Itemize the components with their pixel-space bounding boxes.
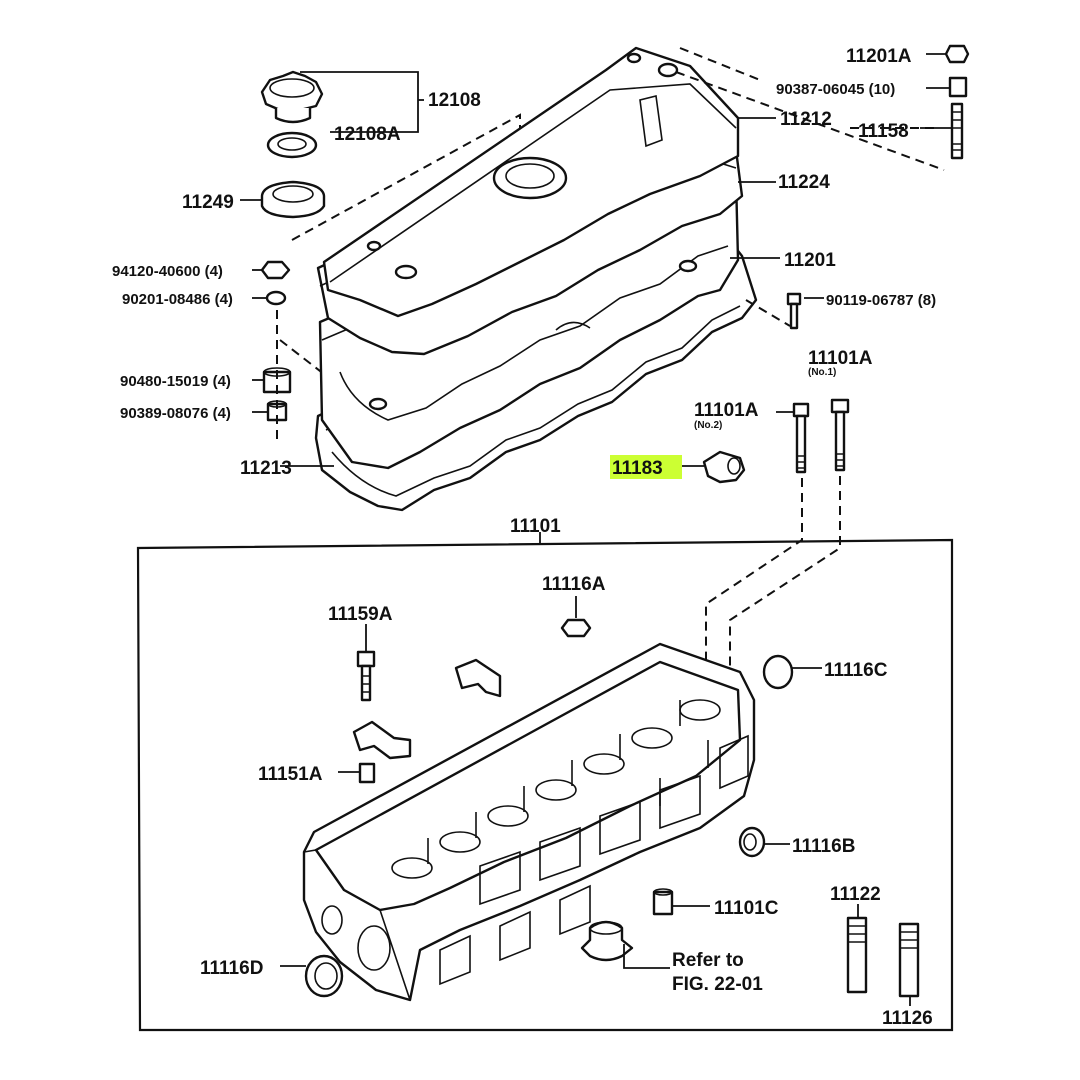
- highlight-11183: [610, 455, 682, 479]
- label-11116B: 11116B: [792, 836, 855, 857]
- label-11213: 11213: [240, 458, 292, 479]
- label-90389: 90389-08076 (4): [120, 405, 231, 422]
- plug-11116A: [560, 618, 592, 638]
- label-11101A-no2: 11101A: [694, 400, 759, 421]
- bolt-11159A: [356, 650, 376, 702]
- cylinder-head: [302, 642, 756, 1002]
- stud-11158: [950, 102, 964, 160]
- valve-guide-11122: [846, 916, 868, 994]
- dowel-11151A: [358, 762, 376, 784]
- dash-bolt-no1: [729, 476, 841, 744]
- head-bolt-no2: [792, 402, 810, 474]
- oil-filler-cap: [260, 70, 324, 124]
- grommet-90480: [262, 367, 292, 394]
- part-11183: [702, 450, 746, 484]
- nut-94120: [260, 260, 291, 280]
- label-12108A: 12108A: [334, 124, 401, 145]
- cam-cap-part-2: [352, 720, 412, 760]
- label-11151A: 11151A: [258, 764, 323, 785]
- cylinder-head-frame: [136, 538, 954, 1032]
- label-11159A: 11159A: [328, 604, 393, 625]
- label-11158: 11158: [858, 121, 909, 142]
- label-11101A-no1: 11101A: [808, 348, 873, 369]
- leader-12108: [300, 71, 419, 133]
- label-90119: 90119-06787 (8): [826, 292, 936, 309]
- label-90201: 90201-08486 (4): [122, 291, 233, 308]
- label-90480: 90480-15019 (4): [120, 373, 231, 390]
- dash-90119: [745, 299, 791, 327]
- label-refer-line1: Refer to: [672, 950, 744, 971]
- label-11201A: 11201A: [846, 46, 912, 67]
- label-11126: 11126: [882, 1008, 933, 1029]
- label-11249: 11249: [182, 192, 234, 213]
- label-11101A-no2-sub: (No.2): [694, 420, 722, 431]
- label-11122: 11122: [830, 884, 881, 905]
- label-11116A: 11116A: [542, 574, 606, 595]
- label-11116D: 11116D: [200, 958, 263, 979]
- label-11101C: 11101C: [714, 898, 779, 919]
- label-11212: 11212: [780, 109, 832, 130]
- combustion-chamber-insert: [580, 920, 634, 962]
- label-94120: 94120-40600 (4): [112, 263, 223, 280]
- label-11101A-no1-sub: (No.1): [808, 367, 836, 378]
- seal-90387: [948, 76, 968, 98]
- label-11101: 11101: [510, 516, 561, 537]
- label-12108: 12108: [428, 90, 481, 111]
- label-11183: 11183: [612, 458, 663, 479]
- dowel-11101C: [652, 888, 674, 916]
- plug-11116B: [738, 826, 766, 858]
- valve-guide-11126: [898, 922, 920, 998]
- leader-refer: [623, 944, 670, 969]
- plug-11116C: [762, 654, 794, 690]
- seal-11116D: [304, 954, 344, 998]
- washer-90201: [265, 290, 287, 306]
- label-refer-line2: FIG. 22-01: [672, 974, 763, 995]
- nut-11201A: [944, 44, 970, 64]
- label-11201: 11201: [784, 250, 836, 271]
- label-11116C: 11116C: [824, 660, 888, 681]
- label-90387: 90387-06045 (10): [776, 81, 895, 98]
- cylinder-head-cover: [314, 46, 758, 512]
- seal-90389: [266, 400, 288, 422]
- bolt-90119: [786, 292, 802, 330]
- cam-cap-part: [454, 658, 502, 698]
- filler-seal: [260, 180, 326, 219]
- cap-gasket: [266, 131, 318, 159]
- head-bolt-no1: [830, 398, 850, 472]
- label-11224: 11224: [778, 172, 830, 193]
